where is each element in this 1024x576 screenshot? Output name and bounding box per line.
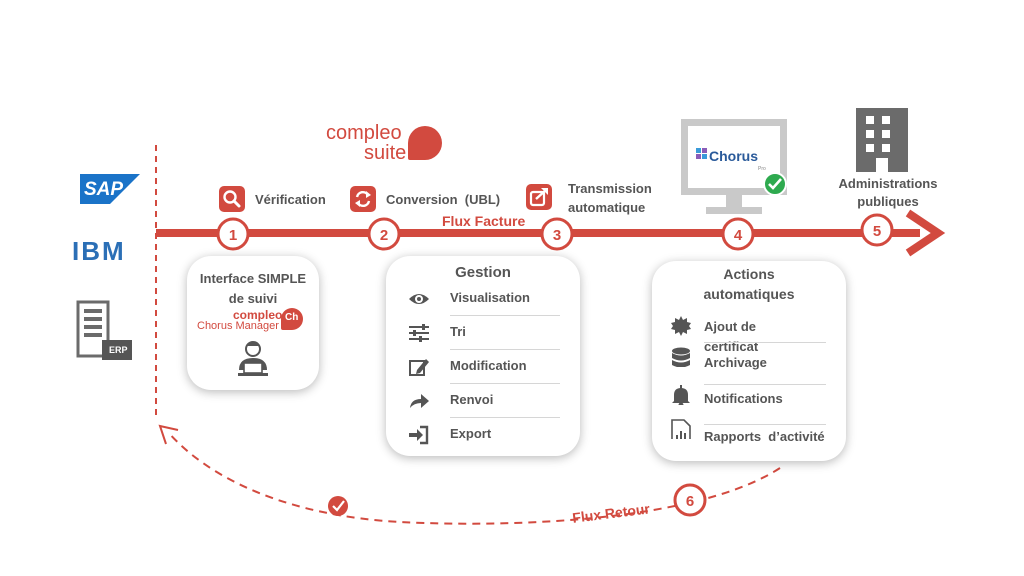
step-label-verification: Vérification	[255, 192, 326, 207]
eye-icon	[409, 294, 429, 304]
step-number-6: 6	[686, 493, 694, 510]
erp-label: ERP	[109, 345, 128, 355]
item-separator	[450, 417, 560, 418]
step-label-administrations-line2: publiques	[857, 194, 919, 209]
step-number-1: 1	[229, 227, 237, 244]
step-label-conversion: Conversion (UBL)	[386, 192, 501, 207]
user-at-computer-icon	[238, 341, 268, 376]
action-item-certificat: Ajout de certificat	[670, 309, 826, 354]
step-label-transmission: Transmission automatique	[568, 181, 652, 216]
compleo-suite-word: suite	[364, 142, 407, 164]
gestion-item-tri[interactable]: Tri	[408, 316, 560, 350]
step-circle-3: 3	[540, 217, 574, 251]
actions-card-title-line1: Actions	[723, 266, 775, 282]
refresh-icon-glyph	[355, 190, 371, 208]
chorus-manager-badge	[281, 308, 303, 330]
step-circle-5: 5	[860, 213, 894, 247]
item-separator	[450, 349, 560, 350]
building-icon	[856, 108, 908, 172]
gestion-item-visualisation[interactable]: Visualisation	[408, 282, 560, 316]
step-label-administrations-line1: Administrations	[838, 176, 938, 191]
chorus-logo-mark	[696, 148, 707, 159]
interface-card-title-line1: Interface SIMPLE	[199, 271, 307, 286]
gestion-item-label: Modification	[450, 358, 527, 373]
gestion-item-label: Tri	[450, 324, 466, 339]
sliders-icon	[409, 324, 429, 342]
item-separator	[450, 315, 560, 316]
gestion-item-label: Export	[450, 426, 492, 441]
step-label-administrations: Administrations publiques	[826, 176, 950, 210]
chorus-logo-text: Chorus	[709, 148, 758, 164]
compleo-suite-logo: compleo suite	[326, 122, 446, 166]
step-circle-4: 4	[721, 217, 755, 251]
flux-retour-arrowhead	[158, 424, 179, 445]
flux-retour-label: Flux Retour	[571, 500, 651, 525]
item-separator	[704, 384, 826, 385]
sap-logo-shape	[80, 174, 140, 204]
compleo-suite-mark	[408, 126, 442, 160]
action-item-label: Notifications	[704, 391, 783, 406]
monitor-icon: Chorus Pro	[680, 118, 790, 218]
erp-server-icon: ERP	[76, 300, 134, 362]
chorus-manager-product: Chorus Manager	[197, 320, 279, 332]
return-check-icon	[328, 496, 348, 516]
compleo-suite-brand: compleo	[326, 122, 402, 144]
gestion-card: Gestion Visualisation Tri Modification R…	[386, 256, 580, 456]
interface-card: Interface SIMPLE de suivi compleo Chorus…	[187, 256, 319, 390]
gestion-card-title: Gestion	[455, 264, 511, 281]
report-icon	[671, 419, 691, 439]
action-item-label: Archivage	[704, 355, 767, 370]
return-check-mark	[332, 500, 345, 512]
forward-arrow-icon	[410, 394, 429, 408]
step-label-transmission-line1: Transmission	[568, 181, 652, 196]
share-icon-glyph	[529, 188, 548, 207]
step-number-5: 5	[873, 223, 881, 240]
step-number-4: 4	[734, 227, 743, 244]
flux-facture-label: Flux Facture	[442, 213, 525, 229]
action-item-label-line1: Ajout de	[704, 319, 756, 334]
sap-logo-text: SAP	[84, 179, 124, 200]
step-circle-2: 2	[367, 217, 401, 251]
actions-card-title-line2: automatiques	[703, 286, 795, 302]
chorus-manager-logo: compleo Chorus Manager Ch	[197, 308, 315, 336]
gestion-item-renvoi[interactable]: Renvoi	[408, 384, 560, 418]
ibm-logo: IBM	[72, 236, 132, 267]
action-item-notifications: Notifications	[670, 385, 826, 425]
chorus-manager-badge-text: Ch	[285, 312, 299, 323]
chorus-manager-brand: compleo	[233, 308, 283, 322]
interface-card-title-line2: de suivi	[228, 291, 278, 306]
search-icon-glyph	[223, 190, 241, 208]
refresh-icon	[350, 186, 376, 212]
step-number-2: 2	[380, 227, 388, 244]
certificate-icon	[671, 316, 691, 336]
action-item-rapports: Rapports d’activité	[670, 419, 826, 459]
server-tower-shape	[76, 300, 132, 360]
monitor-shape	[681, 119, 787, 214]
flux-facture-arrowhead	[905, 209, 946, 257]
sap-logo: SAP	[80, 174, 140, 204]
item-separator	[450, 383, 560, 384]
action-item-label: Rapports d’activité	[704, 429, 825, 444]
edit-icon	[409, 359, 429, 376]
gestion-item-label: Renvoi	[450, 392, 494, 407]
item-separator	[704, 342, 826, 343]
gestion-item-export[interactable]: Export	[408, 418, 560, 452]
chorus-logo-sub: Pro	[758, 166, 766, 172]
building-shape	[856, 108, 908, 172]
database-icon	[672, 347, 690, 367]
gestion-item-label: Visualisation	[450, 290, 530, 305]
actions-card: Actions automatiques Ajout de certificat…	[652, 261, 846, 461]
share-icon	[526, 184, 552, 210]
item-separator	[704, 424, 826, 425]
step-circle-6: 6	[673, 483, 707, 517]
export-icon	[409, 425, 429, 445]
step-number-3: 3	[553, 227, 561, 244]
gestion-item-modification[interactable]: Modification	[408, 350, 560, 384]
step-circle-1: 1	[216, 217, 250, 251]
search-icon	[219, 186, 245, 212]
action-item-archivage: Archivage	[670, 343, 826, 385]
bell-icon	[672, 385, 690, 405]
step-label-transmission-line2: automatique	[568, 200, 646, 215]
